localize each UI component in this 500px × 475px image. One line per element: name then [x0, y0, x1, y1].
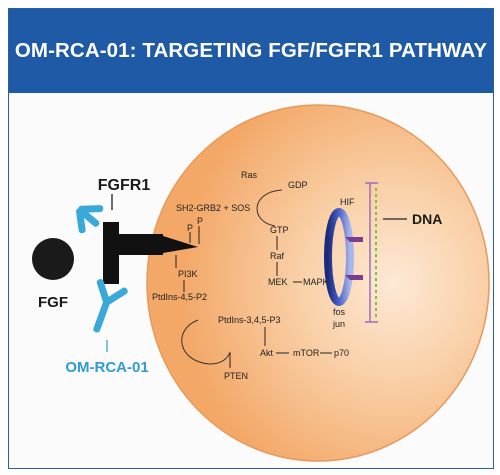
mtor-label: mTOR — [293, 348, 320, 358]
antibody-icon — [93, 278, 128, 333]
pi3k-cycle-arc — [181, 319, 231, 365]
fgfr1-label: FGFR1 — [98, 177, 151, 194]
phosphate-label: P — [187, 223, 193, 233]
fgfr1-receptor-icon — [103, 222, 198, 284]
fgf-ligand-icon — [32, 238, 74, 280]
drug-label: OM-RCA-01 — [65, 359, 148, 376]
ptdins345-label: PtdIns-3,4,5-P3 — [218, 315, 281, 325]
title-bar: OM-RCA-01: TARGETING FGF/FGFR1 PATHWAY — [9, 9, 493, 93]
pi3k-label: PI3K — [178, 269, 198, 279]
p70-label: p70 — [334, 348, 349, 358]
ras-label: Ras — [241, 170, 258, 180]
dna-label: DNA — [412, 211, 442, 227]
raf-label: Raf — [270, 251, 285, 261]
akt-label: Akt — [260, 348, 274, 358]
page-title: OM-RCA-01: TARGETING FGF/FGFR1 PATHWAY — [14, 39, 488, 62]
phosphate-label: P — [197, 216, 203, 226]
mek-label: MEK — [268, 277, 288, 287]
sh2-label: SH2-GRB2 + SOS — [176, 203, 250, 213]
hif-complex-icon — [324, 208, 363, 306]
gtp-label: GTP — [270, 225, 289, 235]
fos-label: fos — [333, 307, 346, 317]
hif-label: HIF — [340, 197, 355, 207]
mapk-label: MAPK — [303, 277, 329, 287]
ptdins45-label: PtdIns-4,5-P2 — [152, 292, 207, 302]
pten-label: PTEN — [224, 371, 248, 381]
jun-label: jun — [332, 319, 345, 329]
ras-cycle-arc — [256, 189, 283, 227]
gdp-label: GDP — [288, 180, 308, 190]
fgf-label: FGF — [38, 294, 68, 311]
antibody-icon — [76, 205, 104, 234]
dna-helix-icon — [365, 182, 378, 323]
cell-body — [146, 104, 490, 462]
